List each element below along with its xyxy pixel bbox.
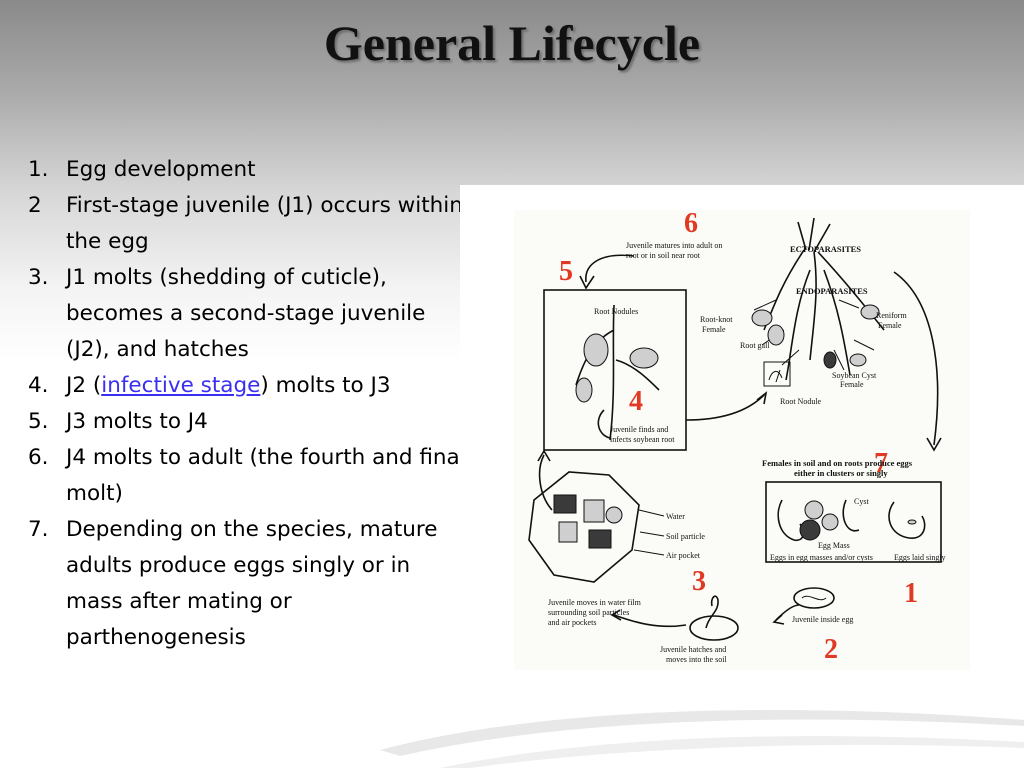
- caption-root-nodule: Root Nodule: [780, 397, 822, 406]
- list-item: 4. J2 (infective stage) molts to J3: [28, 368, 468, 404]
- stage-number-7: 7: [874, 448, 888, 479]
- caption-females-produce-eggs: Females in soil and on roots produce egg…: [762, 458, 913, 478]
- step-number: 1.: [28, 157, 49, 182]
- caption-soil-particle: Soil particle: [666, 532, 705, 541]
- stage-number-3: 3: [692, 566, 706, 597]
- stage-number-5: 5: [559, 256, 573, 287]
- step-number: 6.: [28, 445, 49, 470]
- coiled-juvenile: [801, 595, 827, 601]
- step-text-prefix: J2 (: [66, 373, 102, 398]
- stage-number-4: 4: [629, 386, 643, 417]
- lifecycle-diagram: 6 5 4 7 3 1 2 Juvenile matures into adul…: [514, 210, 970, 670]
- stage-number-2: 2: [824, 634, 838, 665]
- step-text: Depending on the species, mature adults …: [66, 517, 438, 650]
- decorative-wave: [380, 710, 1024, 768]
- egg-with-juvenile: [793, 587, 835, 609]
- stage-number-6: 6: [684, 210, 698, 239]
- caption-eggs-masses: Eggs in egg masses and/or cysts: [770, 553, 873, 562]
- step-number: 3.: [28, 265, 49, 290]
- step-text: J4 molts to adult (the fourth and final …: [66, 445, 466, 506]
- step-number: 5.: [28, 409, 49, 434]
- caption-ectoparasites: ECTOPARASITES: [790, 244, 861, 254]
- list-item: 6. J4 molts to adult (the fourth and fina…: [28, 440, 468, 512]
- arrow-3-to-4: [538, 454, 553, 511]
- list-item: 3. J1 molts (shedding of cuticle), become…: [28, 260, 468, 368]
- step-text: First-stage juvenile (J1) occurs within …: [66, 193, 463, 254]
- step-number: 7.: [28, 517, 49, 542]
- caption-endoparasites: ENDOPARASITES: [796, 286, 868, 296]
- arrow-head: [926, 437, 942, 452]
- stage-number-1: 1: [904, 578, 918, 609]
- step-text: Egg development: [66, 157, 256, 182]
- arrow-head: [537, 449, 551, 462]
- lifecycle-diagram-svg: 6 5 4 7 3 1 2 Juvenile matures into adul…: [528, 210, 946, 665]
- arrow-head: [772, 614, 785, 625]
- hatching-egg: [689, 615, 739, 641]
- step-text: J1 molts (shedding of cuticle), becomes …: [66, 265, 426, 362]
- lifecycle-steps-list: 1. Egg development 2 First-stage juvenile …: [28, 152, 468, 656]
- infective-stage-link[interactable]: infective stage: [101, 373, 261, 398]
- soil-particle-illustration: [528, 471, 665, 583]
- caption-inside-egg: Juvenile inside egg: [792, 615, 853, 624]
- list-item: 1. Egg development: [28, 152, 468, 188]
- arrow-6-to-5: [585, 254, 635, 283]
- arrow-head: [579, 275, 595, 290]
- step-number: 4.: [28, 373, 49, 398]
- step-number: 2: [28, 193, 42, 218]
- caption-egg-mass: Egg Mass: [818, 541, 850, 550]
- arrow-head: [610, 609, 622, 621]
- female-egg-illustrations: [777, 499, 926, 542]
- list-item: 7. Depending on the species, mature adult…: [28, 512, 468, 656]
- arrow-head: [756, 391, 768, 405]
- arrow-2-to-3: [613, 614, 687, 628]
- caption-cyst: Cyst: [854, 497, 869, 506]
- stage-5-box: [543, 289, 687, 451]
- stage-7-box: [765, 481, 942, 563]
- caption-water: Water: [666, 512, 685, 521]
- list-item: 2 First-stage juvenile (J1) occurs within…: [28, 188, 468, 260]
- caption-root-gall: Root gall: [740, 341, 770, 350]
- step-text: J3 molts to J4: [66, 409, 208, 434]
- root-system-illustration: [751, 217, 885, 387]
- soybean-root-illustration: [575, 304, 660, 441]
- hatching-juvenile: [705, 595, 719, 629]
- caption-air-pocket: Air pocket: [666, 551, 701, 560]
- caption-eggs-singly: Eggs laid singly: [894, 553, 946, 562]
- slide-title: General Lifecycle: [323, 15, 701, 71]
- list-item: 5. J3 molts to J4: [28, 404, 468, 440]
- step-text-suffix: ) molts to J3: [260, 373, 391, 398]
- arrow-6-to-7: [893, 271, 939, 446]
- caption-root-nodules: Root Nodules: [594, 307, 638, 316]
- arrow-4-to-6: [685, 394, 765, 421]
